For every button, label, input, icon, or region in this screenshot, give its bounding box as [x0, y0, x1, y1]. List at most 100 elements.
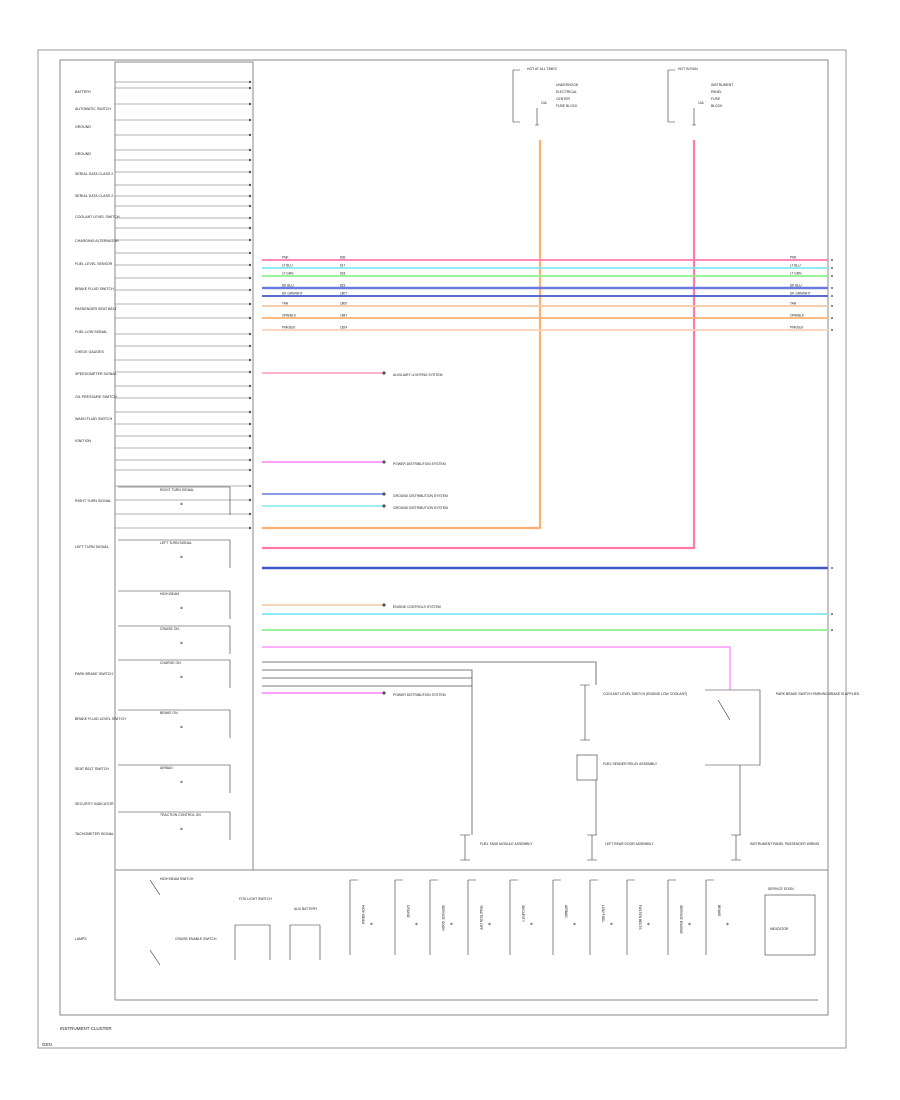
dest-aux-lighting: AUXILIARY LIGHTING SYSTEM	[393, 373, 443, 377]
component-ip-wiring: INSTRUMENT PANEL PASSENGER WIRING	[750, 842, 820, 846]
orange-feed-wire	[262, 140, 542, 530]
footer-code: GEN	[42, 1042, 52, 1047]
bus-color-right-7: PNK/BLK	[790, 326, 804, 330]
lamp-label-0: HIGH BEAM	[361, 905, 365, 924]
fuse-2-line-3: FUSE	[711, 97, 721, 101]
cluster-led-4: ⊗	[180, 675, 183, 679]
bus-circuit-5: 1800	[340, 302, 347, 306]
cluster-led-7: ⊗	[180, 827, 183, 831]
pin-18	[248, 302, 252, 306]
pin-31	[248, 468, 252, 472]
lamp-label-7: FASTEN BELTS	[638, 905, 642, 930]
left-label-23: TACHOMETER SIGNAL	[75, 832, 114, 836]
bottom-left-2: CRUISE ENABLE SWITCH	[175, 937, 217, 941]
bus-color-4: DK GRN/WHT	[282, 292, 303, 296]
bus-color-right-5: TAN	[790, 302, 797, 306]
cluster-box-6	[118, 764, 231, 793]
left-label-15: WASH FLUID SWITCH	[75, 417, 113, 421]
component-fuel-tank: FUEL TANK MODULE ASSEMBLY	[480, 842, 533, 846]
lamp-icon-8: ⊗	[688, 922, 691, 926]
footer-caption: INSTRUMENT CLUSTER	[60, 1026, 112, 1031]
left-label-4: SERIAL DATA CLASS 2	[75, 172, 113, 176]
bus-end-4	[831, 295, 833, 297]
bus-color-right-0: PNK	[790, 256, 797, 260]
dest-power-dist-2: POWER DISTRIBUTION SYSTEM	[393, 693, 446, 697]
cluster-box-2	[118, 590, 231, 619]
bus-circuit-7: 1824	[340, 326, 347, 330]
bus-color-1: LT BLU	[282, 264, 293, 268]
bus-circuit-2: 818	[340, 272, 346, 276]
pin-1	[248, 86, 252, 90]
lamps-label: LAMPS	[75, 937, 87, 941]
pin-20	[248, 332, 252, 336]
lamp-bracket-5	[552, 879, 561, 955]
left-label-18: LEFT TURN SIGNAL	[75, 545, 109, 549]
bus-color-right-1: LT BLU	[790, 264, 801, 268]
pin-15	[248, 263, 252, 267]
bus-end-9	[831, 613, 833, 615]
pin-11	[248, 216, 252, 220]
component-left-rear-door: LEFT REAR DOOR ASSEMBLY	[605, 842, 654, 846]
left-label-20: BRAKE FLUID LEVEL SWITCH	[75, 717, 126, 721]
left-label-11: FUEL LOW SIGNAL	[75, 330, 107, 334]
lamp-label-3: TRACTION OFF	[479, 905, 483, 930]
cluster-led-6: ⊗	[180, 780, 183, 784]
component-fuel-sender: FUEL SENDER RELAY ASSEMBLY	[603, 762, 658, 766]
fuse-1-line-2: ELECTRICAL	[556, 90, 577, 94]
pin-17	[248, 288, 252, 292]
cluster-indicator-boxes: RIGHT TURN SIGNAL⊗LEFT TURN SIGNAL⊗HIGH …	[118, 486, 231, 840]
lamp-label-5: AIRBAG	[564, 905, 568, 918]
pin-12	[248, 226, 252, 230]
cluster-box-5	[118, 709, 231, 738]
bottom-left-1: HIGH BEAM SWITCH	[160, 877, 194, 881]
fuse-2-symbol	[692, 108, 696, 126]
left-label-2: GROUND	[75, 125, 91, 129]
pin-23	[248, 370, 252, 374]
pin-13	[248, 238, 252, 242]
outer-frame	[37, 49, 847, 1049]
lamp-icon-3: ⊗	[488, 922, 491, 926]
cluster-box-7	[118, 811, 231, 840]
lamp-bracket-7	[626, 879, 635, 955]
lamp-label-8: SERVICE ENGINE	[679, 905, 683, 935]
cluster-led-2: ⊗	[180, 606, 183, 610]
left-label-19: PARK BRAKE SWITCH	[75, 672, 113, 676]
pin-rows	[115, 80, 252, 530]
bus-color-right-2: LT GRN	[790, 272, 802, 276]
lamp-bracket-1	[394, 879, 403, 955]
lamp-bracket-3	[467, 879, 476, 955]
bus-end-0	[831, 259, 833, 261]
left-label-13: SPEEDOMETER SIGNAL	[75, 372, 117, 376]
pin-14	[248, 251, 252, 255]
fuse-1-title: HOT AT ALL TIMES	[527, 67, 558, 71]
component-park-brake: PARK BRAKE SWITCH PARKING BRAKE IS APPLI…	[776, 692, 860, 696]
fuse-1-line-1: UNDERHOOD	[556, 83, 579, 87]
pin-2	[248, 102, 252, 106]
left-label-8: FUEL LEVEL SENSOR	[75, 262, 113, 266]
cluster-indicator-6: AIRBAG	[160, 766, 173, 770]
fuse-box-2: HOT IN RUN INSTRUMENT PANEL FUSE BLOCK 1…	[667, 67, 733, 126]
pin-4	[248, 133, 252, 137]
cluster-indicator-7: TRACTION CONTROL ON	[160, 813, 201, 817]
pin-26	[248, 410, 252, 414]
left-label-7: CHARGING ALTERNATOR	[75, 239, 119, 243]
lamp-bracket-9	[705, 879, 714, 955]
pink-feed-wire	[262, 140, 696, 550]
lamp-icon-7: ⊗	[647, 922, 650, 926]
left-label-10: PASSENGER SEAT BELT	[75, 307, 118, 311]
fuse-1-symbol	[535, 108, 539, 126]
lamp-icon-2: ⊗	[450, 922, 453, 926]
bus-color-0: PNK	[282, 256, 289, 260]
bus-end-2	[831, 275, 833, 277]
lamp-bracket-0	[349, 879, 358, 955]
bus-color-3: DK BLU	[282, 284, 294, 288]
component-coolant: COOLANT LEVEL SWITCH (ENGINE LOW COOLANT…	[603, 692, 687, 696]
pin-35	[248, 526, 252, 530]
cluster-frame	[59, 59, 829, 1016]
fuse-2-line-4: BLOCK	[711, 104, 723, 108]
bottom-right-subtitle: INDICATOR	[770, 927, 789, 931]
pin-3	[248, 118, 252, 122]
cluster-indicator-5: BRAKE ON	[160, 711, 178, 715]
cluster-led-3: ⊗	[180, 641, 183, 645]
